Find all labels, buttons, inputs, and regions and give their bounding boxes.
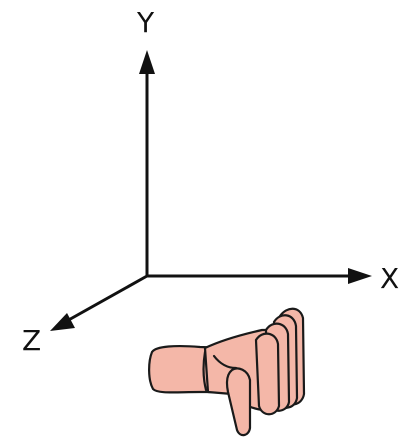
left-hand-thumb-down-icon xyxy=(148,307,306,437)
z-axis-line xyxy=(64,274,148,324)
wrist-crease xyxy=(202,350,208,392)
x-axis: X xyxy=(147,262,399,295)
y-axis: Y xyxy=(136,6,155,276)
y-axis-arrowhead xyxy=(139,50,155,74)
z-axis-arrowhead xyxy=(50,313,75,331)
x-axis-label: X xyxy=(380,262,399,295)
y-axis-label: Y xyxy=(136,6,155,39)
x-axis-arrowhead xyxy=(348,268,372,284)
hand-finger-1 xyxy=(254,332,281,416)
z-axis: Z xyxy=(22,274,148,357)
z-axis-label: Z xyxy=(22,324,41,357)
hand-crease xyxy=(212,354,238,370)
hand-thumb xyxy=(225,367,252,437)
